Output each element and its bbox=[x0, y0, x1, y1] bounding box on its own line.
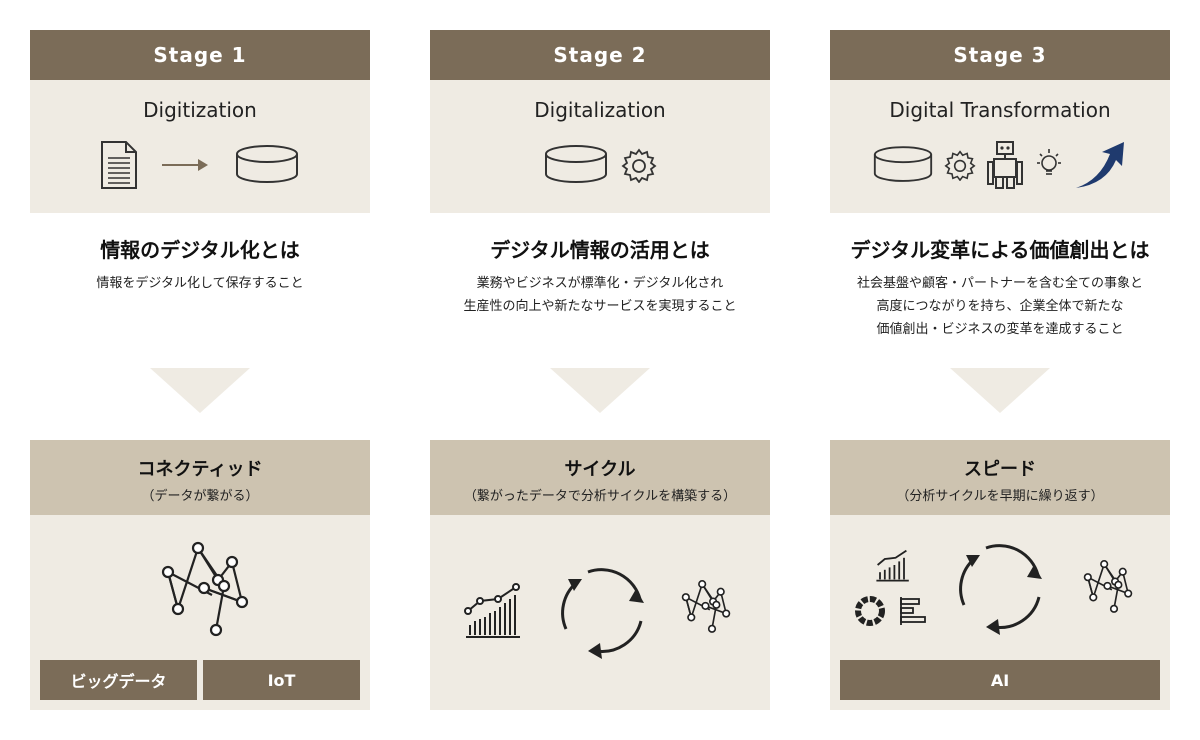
stage-2-definition-text: 業務やビジネスが標準化・デジタル化され 生産性の向上や新たなサービスを実現するこ… bbox=[410, 272, 790, 318]
tag-iot: IoT bbox=[203, 660, 360, 700]
horizontal-bar-chart-icon bbox=[900, 597, 926, 625]
lightbulb-icon bbox=[1037, 149, 1061, 175]
stage-2-icons bbox=[430, 135, 770, 195]
stage-1-capability-panel: ビッグデータ IoT bbox=[30, 515, 370, 710]
stage-2-capability-header: サイクル （繋がったデータで分析サイクルを構築する） bbox=[430, 440, 770, 515]
growth-arrow-icon bbox=[1076, 142, 1124, 188]
stage-3-capability-title: スピード bbox=[964, 459, 1036, 480]
robot-icon bbox=[987, 141, 1023, 189]
cycle-arrows-icon bbox=[561, 568, 644, 659]
stage-3-capability-subtitle: （分析サイクルを早期に繰り返す） bbox=[896, 489, 1104, 504]
stage-3-definition-line: 社会基盤や顧客・パートナーを含む全ての事象と bbox=[856, 276, 1143, 291]
cycle-arrows-icon bbox=[959, 544, 1042, 635]
tag-big-data: ビッグデータ bbox=[40, 660, 197, 700]
stage-3-header: Stage 3 bbox=[830, 30, 1170, 80]
database-icon bbox=[236, 145, 298, 183]
network-graph-icon bbox=[1083, 560, 1133, 613]
gear-icon bbox=[944, 150, 976, 181]
stage-2-capability-panel bbox=[430, 515, 770, 710]
down-arrow-triangle bbox=[550, 368, 650, 413]
arrow-right-icon bbox=[162, 159, 208, 171]
stage-1-name: Digitization bbox=[143, 98, 257, 122]
database-icon bbox=[873, 146, 933, 182]
stage-1-header: Stage 1 bbox=[30, 30, 370, 80]
stage-3-column: Stage 3 Digital Transformation bbox=[830, 0, 1170, 740]
stage-2-column: Stage 2 Digitalization デジタル情報の活用とは 業務やビジ… bbox=[430, 0, 770, 740]
network-graph-icon bbox=[681, 580, 731, 633]
stage-2-header: Stage 2 bbox=[430, 30, 770, 80]
stage-2-capability-title: サイクル bbox=[564, 459, 636, 480]
stage-1-column: Stage 1 Digitization 情報のデジタル化とは bbox=[30, 0, 370, 740]
stage-1-capability-title: コネクティッド bbox=[137, 459, 263, 480]
down-arrow-triangle bbox=[150, 368, 250, 413]
database-icon bbox=[545, 145, 607, 183]
stage-3-definition-title: デジタル変革による価値創出とは bbox=[850, 238, 1150, 262]
stage-3-icons bbox=[830, 135, 1170, 195]
stage-1-icons bbox=[30, 135, 370, 195]
gear-icon bbox=[621, 148, 657, 183]
stage-2-definition-title: デジタル情報の活用とは bbox=[490, 238, 710, 262]
stage-3-definition-text: 社会基盤や顧客・パートナーを含む全ての事象と 高度につながりを持ち、企業全体で新… bbox=[810, 272, 1190, 341]
network-graph-icon bbox=[161, 541, 249, 637]
stage-2-definition-line: 生産性の向上や新たなサービスを実現すること bbox=[463, 299, 737, 314]
donut-chart-icon bbox=[855, 596, 885, 626]
stage-1-capability-subtitle: （データが繋がる） bbox=[141, 489, 259, 504]
stage-2-capability-subtitle: （繋がったデータで分析サイクルを構築する） bbox=[463, 489, 737, 504]
stage-3-capability-header: スピード （分析サイクルを早期に繰り返す） bbox=[830, 440, 1170, 515]
stage-1-definition-text: 情報をデジタル化して保存すること bbox=[10, 272, 390, 295]
stage-1-definition-line: 情報をデジタル化して保存すること bbox=[96, 276, 304, 291]
stage-3-definition-line: 高度につながりを持ち、企業全体で新たな bbox=[876, 299, 1124, 314]
stage-3-definition-line: 価値創出・ビジネスの変革を達成すること bbox=[876, 322, 1124, 337]
stage-2-panel: Digitalization bbox=[430, 80, 770, 213]
document-icon bbox=[101, 141, 137, 189]
tag-ai: AI bbox=[840, 660, 1160, 700]
stage-1-panel: Digitization bbox=[30, 80, 370, 213]
stage-1-definition-title: 情報のデジタル化とは bbox=[100, 238, 300, 262]
bar-chart-trend-icon bbox=[876, 549, 909, 582]
stage-1-capability-header: コネクティッド （データが繋がる） bbox=[30, 440, 370, 515]
stage-2-name: Digitalization bbox=[534, 98, 666, 122]
stage-2-definition-line: 業務やビジネスが標準化・デジタル化され bbox=[476, 276, 724, 291]
stage-3-name: Digital Transformation bbox=[889, 98, 1111, 122]
down-arrow-triangle bbox=[950, 368, 1050, 413]
stage-3-capability-panel: AI bbox=[830, 515, 1170, 710]
bar-chart-trend-icon bbox=[464, 583, 520, 638]
stage-3-panel: Digital Transformation bbox=[830, 80, 1170, 213]
